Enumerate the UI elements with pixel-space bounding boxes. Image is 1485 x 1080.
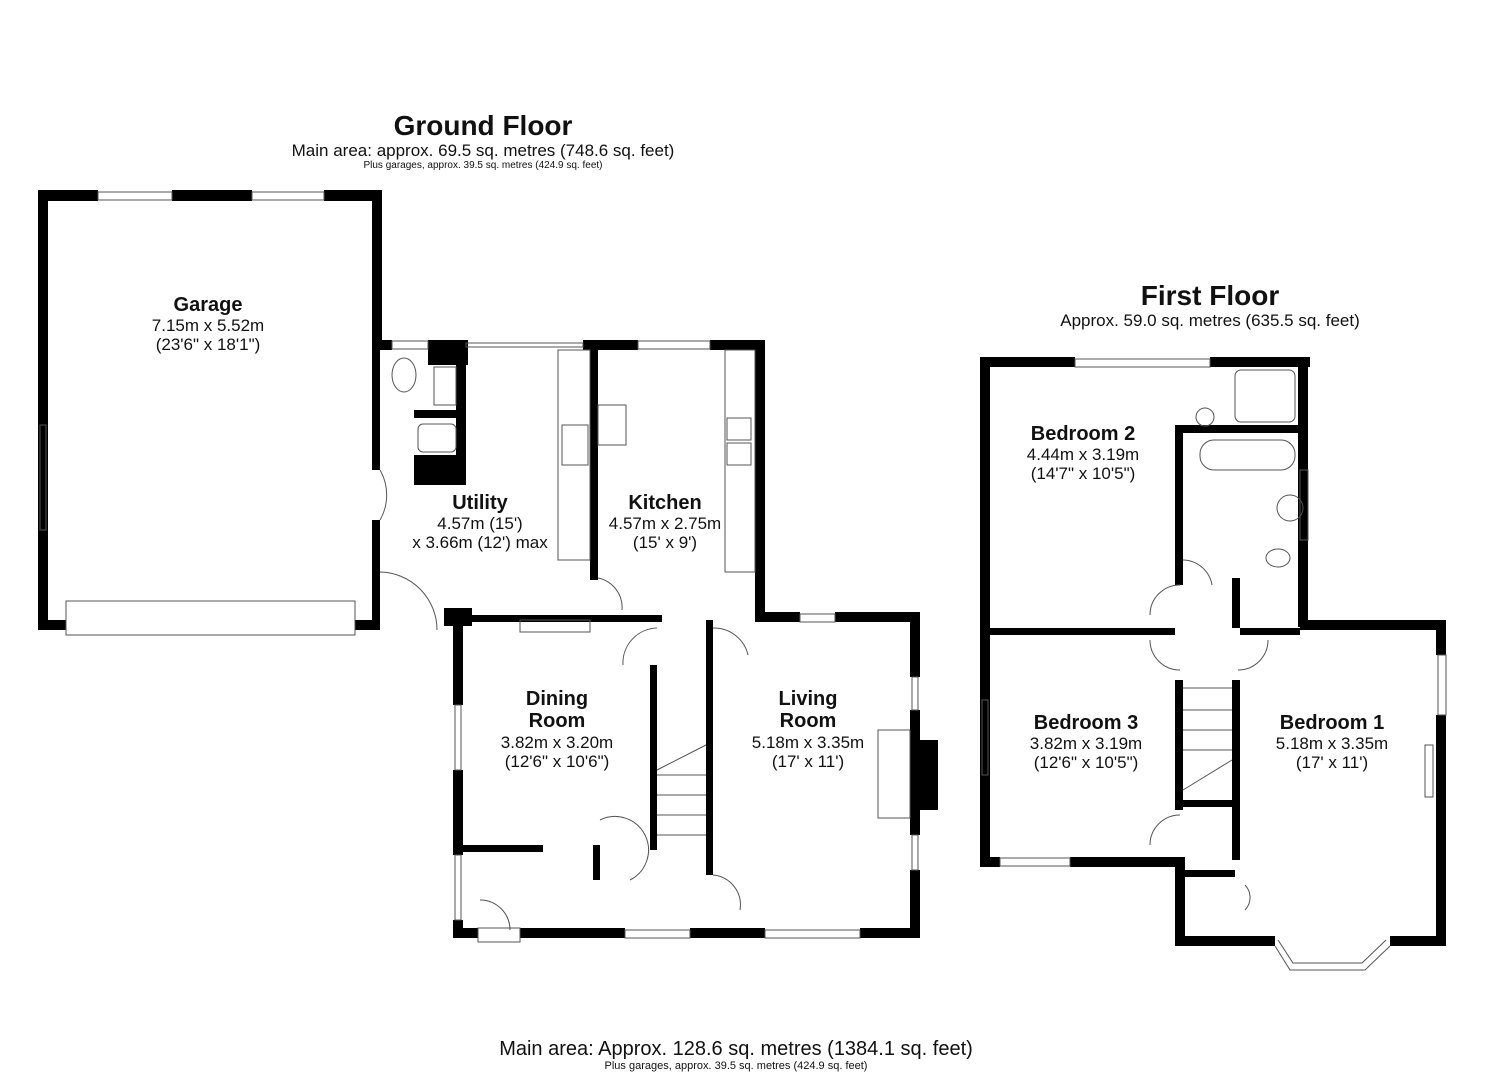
room-name: Dining [525,688,589,710]
room-dim-metric: 3.82m x 3.20m [500,732,614,752]
room-dim-metric: 4.44m x 3.19m [1026,445,1140,465]
room-name: Garage [173,294,243,316]
first-floor-walls [980,357,1446,946]
room-name-line2: Room [779,710,837,733]
first-floor-heading: First Floor Approx. 59.0 sq. metres (635… [1060,280,1360,330]
total-garage-note: Plus garages, approx. 39.5 sq. metres (4… [604,1060,868,1073]
first-floor-title: First Floor [1140,280,1280,311]
room-name: Bedroom 2 [1030,423,1136,445]
room-dim-imperial: (15' x 9') [632,533,698,553]
room-dim-imperial: (12'6" x 10'5") [1033,753,1139,773]
room-name: Living [778,688,838,710]
ground-floor-walls [38,190,938,938]
room-dim-metric: 3.82m x 3.19m [1029,734,1143,754]
ground-floor-title: Ground Floor [393,110,573,141]
room-dim-imperial: x 3.66m (12') max [412,533,548,553]
ground-floor-main-area: Main area: approx. 69.5 sq. metres (748.… [291,141,675,161]
room-dim-metric: 7.15m x 5.52m [151,316,265,336]
total-main-area: Main area: Approx. 128.6 sq. metres (138… [499,1038,973,1060]
first-floor-area: Approx. 59.0 sq. metres (635.5 sq. feet) [1060,311,1360,331]
room-label-utility: Utility 4.57m (15') x 3.66m (12') max [412,492,548,552]
room-name-line2: Room [528,710,586,733]
windows-and-fixtures [39,191,1447,971]
ground-floor-heading: Ground Floor Main area: approx. 69.5 sq.… [292,110,675,172]
room-name: Kitchen [628,492,702,514]
room-dim-imperial: (12'6" x 10'6") [504,751,610,771]
room-label-bedroom-1: Bedroom 1 5.18m x 3.35m (17' x 11') [1276,712,1388,772]
room-label-bedroom-2: Bedroom 2 4.44m x 3.19m (14'7" x 10'5") [1027,423,1139,483]
total-area-footer: Main area: Approx. 128.6 sq. metres (138… [499,1038,973,1073]
room-label-bedroom-3: Bedroom 3 3.82m x 3.19m (12'6" x 10'5") [1030,712,1142,772]
room-dim-imperial: (17' x 11') [771,751,845,771]
room-dim-imperial: (23'6" x 18'1") [155,335,261,355]
room-label-living-room: Living Room 5.18m x 3.35m (17' x 11') [752,688,864,771]
room-dim-imperial: (17' x 11') [1295,753,1369,773]
room-dim-imperial: (14'7" x 10'5") [1030,464,1136,484]
ground-floor-garage-note: Plus garages, approx. 39.5 sq. metres (4… [363,160,603,172]
room-label-garage: Garage 7.15m x 5.52m (23'6" x 18'1") [152,294,264,354]
room-dim-metric: 4.57m x 2.75m [608,514,722,534]
room-dim-metric: 5.18m x 3.35m [1275,734,1389,754]
room-label-kitchen: Kitchen 4.57m x 2.75m (15' x 9') [609,492,721,552]
room-name: Utility [452,492,508,514]
room-dim-metric: 5.18m x 3.35m [751,732,865,752]
room-dim-metric: 4.57m (15') [437,514,523,534]
room-name: Bedroom 1 [1279,712,1385,734]
room-name: Bedroom 3 [1033,712,1139,734]
room-label-dining-room: Dining Room 3.82m x 3.20m (12'6" x 10'6"… [501,688,613,771]
